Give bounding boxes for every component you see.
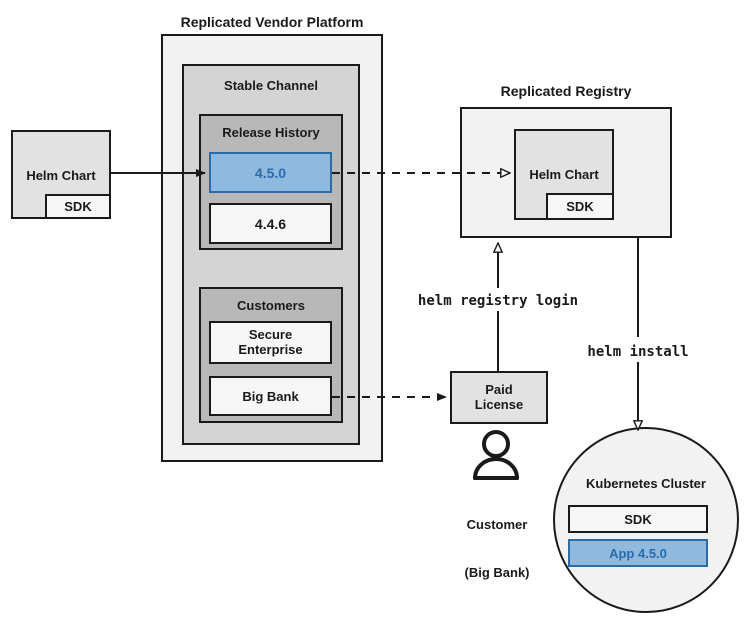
- command-helm-registry-login: helm registry login: [417, 293, 579, 309]
- source-helm-chart-sdk-box[interactable]: SDK: [45, 194, 111, 219]
- release-item-446-label: 4.4.6: [254, 215, 287, 232]
- vendor-platform-title: Replicated Vendor Platform: [180, 14, 364, 30]
- command-helm-install: helm install: [587, 344, 689, 360]
- customer-actor-line2: (Big Bank): [464, 565, 530, 581]
- cluster-component-app-label: App 4.5.0: [609, 545, 667, 561]
- release-history-title: Release History: [222, 125, 320, 140]
- customer-actor-label: Customer (Big Bank): [432, 484, 562, 614]
- release-item-450[interactable]: 4.5.0: [209, 152, 332, 193]
- release-item-450-label: 4.5.0: [254, 164, 287, 181]
- stable-channel-title: Stable Channel: [224, 78, 318, 93]
- customer-item-secure-enterprise[interactable]: Secure Enterprise: [209, 321, 332, 364]
- cluster-component-sdk[interactable]: SDK: [568, 505, 708, 533]
- customer-actor-line1: Customer: [466, 516, 528, 532]
- customer-item-big-bank[interactable]: Big Bank: [209, 376, 332, 416]
- registry-title: Replicated Registry: [500, 83, 632, 99]
- kubernetes-cluster-title: Kubernetes Cluster: [586, 476, 706, 491]
- release-item-446[interactable]: 4.4.6: [209, 203, 332, 244]
- source-helm-chart-label: Helm Chart: [26, 168, 96, 183]
- cluster-component-app[interactable]: App 4.5.0: [568, 539, 708, 567]
- paid-license-box[interactable]: Paid License: [450, 371, 548, 424]
- customers-title: Customers: [237, 298, 305, 313]
- person-icon: [473, 430, 519, 480]
- registry-helm-chart-label: Helm Chart: [529, 167, 599, 182]
- registry-sdk-box[interactable]: SDK: [546, 193, 614, 220]
